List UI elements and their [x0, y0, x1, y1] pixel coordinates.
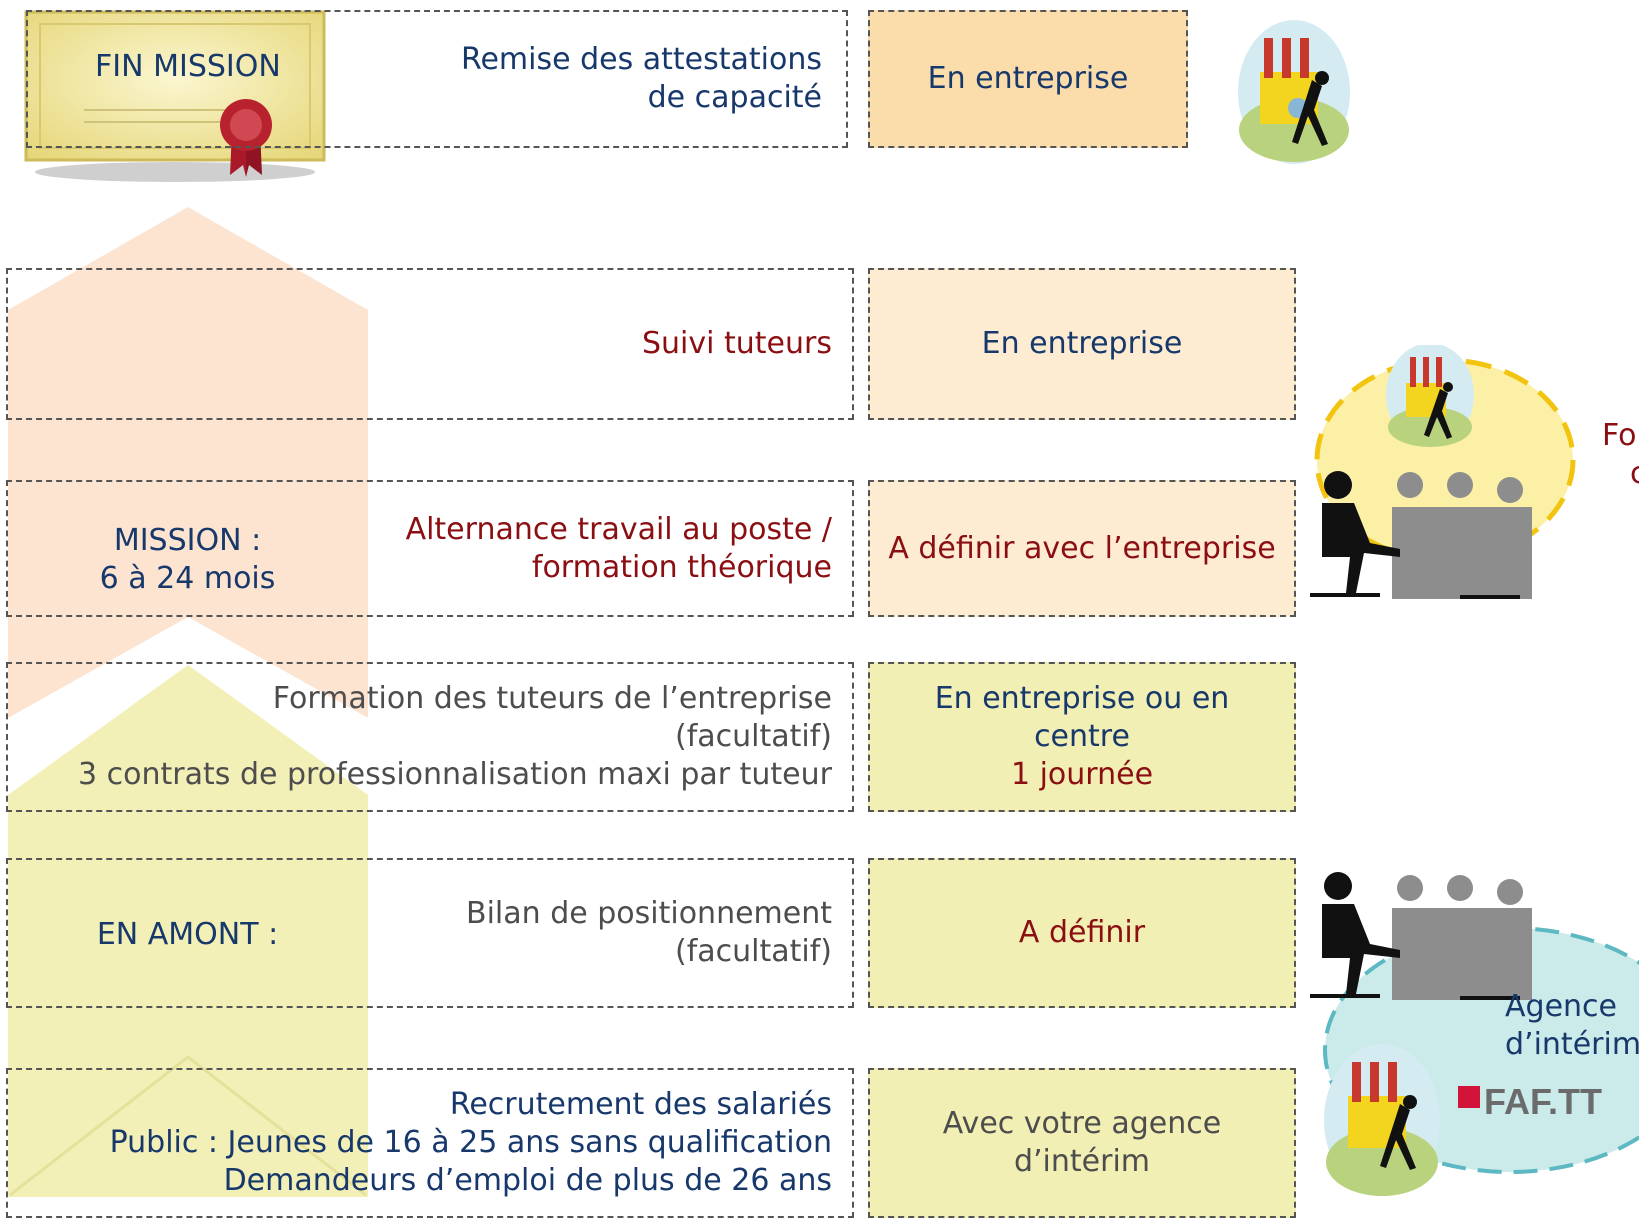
amont-row-2-location: Avec votre agence d’intérim [868, 1068, 1296, 1218]
amont-row-2-location-line-1: Avec votre agence [942, 1106, 1222, 1141]
certificate-icon [24, 10, 326, 182]
mission-phase-label: MISSION : 6 à 24 mois [40, 510, 335, 610]
agency-label-line-2: d’intérim [1505, 1027, 1639, 1062]
mission-phase-label-line-2: 6 à 24 mois [99, 561, 276, 596]
factory-icon-bottom [1324, 1044, 1440, 1196]
amont-row-2-action-title: Recrutement des salariés [449, 1087, 832, 1122]
amont-row-2-location-line-2: d’intérim [1013, 1144, 1151, 1179]
mission-row-3-location-line-3: 1 journée [1010, 757, 1154, 792]
faftt-logo-mark [1458, 1086, 1480, 1108]
mission-row-1-action: Suivi tuteurs [380, 268, 832, 420]
mission-row-2-action: Alternance travail au poste / formation … [380, 480, 832, 617]
agency-label-line-1: Agence [1505, 989, 1617, 1024]
fin-mission-badge-label: FIN MISSION [95, 49, 281, 84]
mission-row-2-box [6, 480, 854, 617]
fin-mission-action: Remise des attestations de capacité [400, 40, 822, 118]
mission-row-2-location: A définir avec l’entreprise [868, 480, 1296, 617]
amont-row-1-action: Bilan de positionnement (facultatif) [380, 858, 832, 1008]
fin-mission-action-line-1: Remise des attestations [460, 42, 822, 77]
amont-row-2-box [6, 1068, 854, 1218]
mission-row-3-location: En entreprise ou en centre 1 journée [868, 662, 1296, 812]
amont-row-1-location-line-1: A définir [1018, 915, 1146, 950]
amont-row-2-action: Recrutement des salariés Public : Jeunes… [60, 1068, 832, 1218]
formation-text-fragment-line-1: Fo [1602, 418, 1637, 453]
mission-row-3-action: Formation des tuteurs de l’entreprise (f… [60, 662, 832, 812]
mission-row-2-action-line-2: formation théorique [531, 549, 832, 585]
fin-mission-box [26, 10, 848, 148]
mission-phase-label-line-1: MISSION : [113, 523, 262, 558]
meeting-people-icon-top [1310, 471, 1532, 599]
amont-row-2-action-line-2: Demandeurs d’emploi de plus de 26 ans [223, 1163, 832, 1198]
amont-row-1-location: A définir [868, 858, 1296, 1008]
mission-row-3-location-line-2: centre [1034, 719, 1130, 754]
mission-row-3-location-line-1: En entreprise ou en [934, 681, 1230, 716]
mission-row-3-action-line-3: 3 contrats de professionnalisation maxi … [78, 757, 832, 792]
formation-text-fragment: Fo c [1602, 417, 1639, 493]
mission-row-2-location-line-1: A définir avec l’entreprise [888, 530, 1276, 566]
mission-row-3-box [6, 662, 854, 812]
mission-row-1-location: En entreprise [868, 268, 1296, 420]
fin-mission-action-line-2: de capacité [647, 80, 822, 115]
agency-label: Agence d’intérim [1505, 988, 1639, 1064]
amont-row-1-action-line-2: (facultatif) [674, 934, 832, 969]
mission-row-2-action-line-1: Alternance travail au poste / [405, 511, 832, 547]
mission-row-1-location-line-1: En entreprise [981, 326, 1183, 361]
factory-icon-top [1232, 10, 1362, 165]
mission-row-3-action-line-1: Formation des tuteurs de l’entreprise [272, 681, 832, 716]
amont-row-1-action-line-1: Bilan de positionnement [466, 896, 832, 931]
agency-illustration [1310, 870, 1639, 1215]
faftt-logo-text: FAF.TT [1484, 1081, 1602, 1122]
amont-row-1-box [6, 858, 854, 1008]
mission-row-1-action-line-1: Suivi tuteurs [642, 326, 832, 361]
mission-row-1-box [6, 268, 854, 420]
fin-mission-location: En entreprise [868, 10, 1188, 148]
mission-row-3-action-line-2: (facultatif) [674, 719, 832, 754]
formation-text-fragment-line-2: c [1630, 456, 1639, 491]
amont-row-2-action-line-1: Public : Jeunes de 16 à 25 ans sans qual… [109, 1125, 832, 1160]
meeting-factory-illustration [1310, 343, 1580, 605]
amont-phase-label: EN AMONT : [96, 917, 279, 952]
meeting-people-icon-bottom [1310, 872, 1532, 1000]
